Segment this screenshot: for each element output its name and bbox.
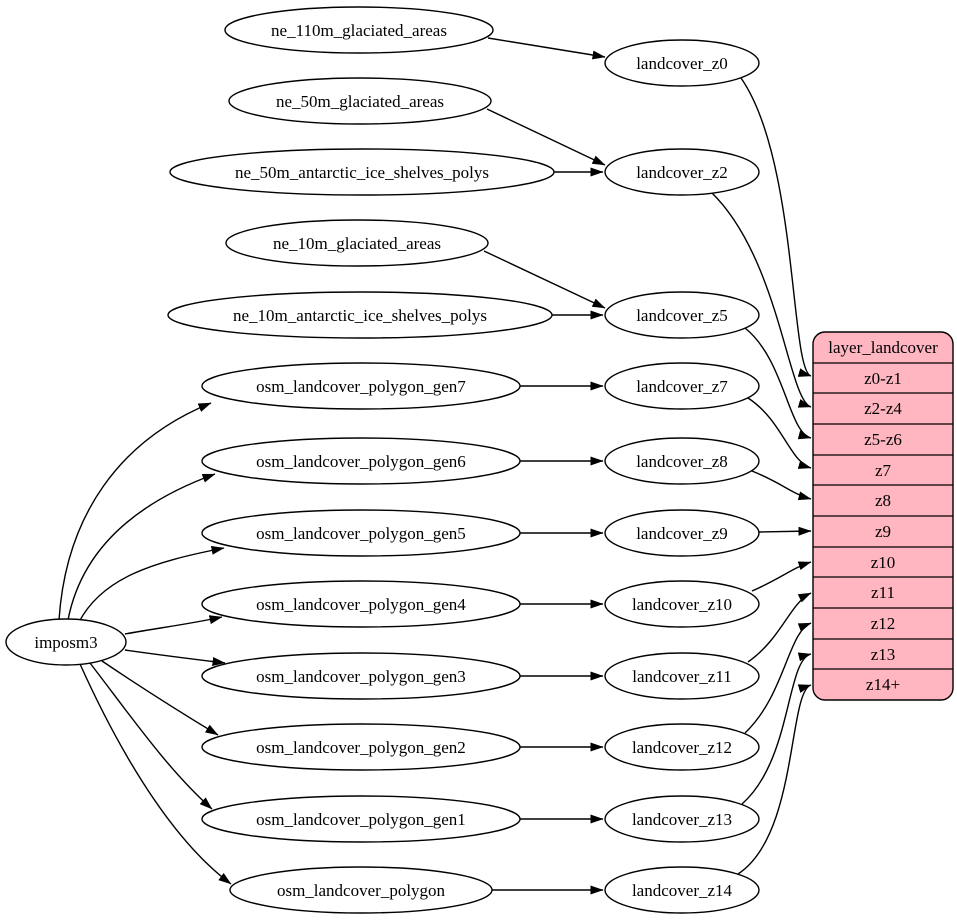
node-label: landcover_z11 xyxy=(632,667,731,686)
node-osm_landcover_polygon: osm_landcover_polygon xyxy=(229,866,493,914)
node-layer: imposm3 ne_110m_glaciated_areas ne_50m_g… xyxy=(5,6,760,914)
node-label: ne_110m_glaciated_areas xyxy=(271,21,447,40)
imposm3-ellipse xyxy=(5,618,127,666)
edge-landcover_z9-to-row-z9 xyxy=(758,526,812,536)
node-label: landcover_z7 xyxy=(636,377,728,396)
node-osm_landcover_polygon_gen3: osm_landcover_polygon_gen3 xyxy=(201,652,521,700)
table-title: layer_landcover xyxy=(828,338,938,357)
node-ne_10m_antarctic_ice_shelves_polys: ne_10m_antarctic_ice_shelves_polys xyxy=(167,291,553,339)
node-landcover_z12: landcover_z12 xyxy=(604,723,760,771)
node-label: ne_10m_glaciated_areas xyxy=(273,234,441,253)
edge-imposm3-to-osm_landcover_polygon_gen3 xyxy=(124,649,226,666)
edge-imposm3-to-osm_landcover_polygon_gen5 xyxy=(78,545,225,623)
edge-landcover_z14-to-row-z14plus xyxy=(737,684,812,875)
edge-landcover_z8-to-row-z8 xyxy=(751,470,812,501)
node-label: landcover_z8 xyxy=(636,452,728,471)
table-row-z2-z4: z2-z4 xyxy=(864,399,902,418)
edge-imposm3-to-osm_landcover_polygon xyxy=(79,663,232,885)
edge-landcover_z0-to-row-z0-z1 xyxy=(740,77,812,377)
node-landcover_z2: landcover_z2 xyxy=(604,148,760,196)
node-landcover_z14: landcover_z14 xyxy=(604,866,760,914)
imposm3-label: imposm3 xyxy=(34,633,97,652)
edge-landcover_z13-to-row-z13 xyxy=(741,652,812,805)
node-label: osm_landcover_polygon_gen1 xyxy=(256,810,466,829)
table-row-z11: z11 xyxy=(871,583,895,602)
node-label: landcover_z13 xyxy=(632,810,732,829)
node-landcover_z7: landcover_z7 xyxy=(604,362,760,410)
table-row-z0-z1: z0-z1 xyxy=(864,369,902,388)
node-label: ne_10m_antarctic_ice_shelves_polys xyxy=(233,306,487,325)
node-label: ne_50m_antarctic_ice_shelves_polys xyxy=(235,163,489,182)
node-osm_landcover_polygon_gen5: osm_landcover_polygon_gen5 xyxy=(201,509,521,557)
edge-ne_110m_glaciated_areas-to-landcover_z0 xyxy=(487,37,606,60)
node-landcover_z13: landcover_z13 xyxy=(604,795,760,843)
node-label: ne_50m_glaciated_areas xyxy=(276,92,444,111)
node-imposm3: imposm3 xyxy=(5,618,127,666)
node-label: osm_landcover_polygon_gen6 xyxy=(256,452,466,471)
node-osm_landcover_polygon_gen4: osm_landcover_polygon_gen4 xyxy=(201,580,521,628)
node-label: osm_landcover_polygon_gen2 xyxy=(256,738,466,757)
table-row-z8: z8 xyxy=(875,491,891,510)
node-layer_landcover-table: layer_landcover z0-z1 z2-z4 z5-z6 z7 z8 … xyxy=(812,331,954,701)
edge-layer xyxy=(58,37,812,895)
edge-landcover_z2-to-row-z2-z4 xyxy=(711,192,812,408)
edge-ne_50m_glaciated_areas-to-landcover_z2 xyxy=(486,108,606,166)
node-label: landcover_z2 xyxy=(636,163,728,182)
node-label: landcover_z0 xyxy=(636,54,728,73)
edge-landcover_z10-to-row-z10 xyxy=(751,561,812,592)
node-label: osm_landcover_polygon_gen7 xyxy=(256,377,466,396)
edge-ne_10m_glaciated_areas-to-landcover_z5 xyxy=(483,250,606,309)
edge-imposm3-to-osm_landcover_polygon_gen2 xyxy=(101,660,219,736)
node-ne_110m_glaciated_areas: ne_110m_glaciated_areas xyxy=(224,6,494,54)
edge-landcover_z7-to-row-z7 xyxy=(747,397,812,469)
table-row-z14plus: z14+ xyxy=(866,675,900,694)
node-label: landcover_z5 xyxy=(636,306,728,325)
table-row-z9: z9 xyxy=(875,522,891,541)
edge-landcover_z12-to-row-z12 xyxy=(744,622,812,734)
node-label: osm_landcover_polygon_gen5 xyxy=(256,524,466,543)
edge-imposm3-to-osm_landcover_polygon_gen6 xyxy=(67,473,216,621)
node-label: landcover_z10 xyxy=(632,595,732,614)
edge-landcover_z11-to-row-z11 xyxy=(747,592,812,663)
node-ne_50m_antarctic_ice_shelves_polys: ne_50m_antarctic_ice_shelves_polys xyxy=(169,148,555,196)
node-osm_landcover_polygon_gen7: osm_landcover_polygon_gen7 xyxy=(201,362,521,410)
node-ne_10m_glaciated_areas: ne_10m_glaciated_areas xyxy=(225,219,489,267)
edge-imposm3-to-osm_landcover_polygon_gen4 xyxy=(124,615,223,635)
table-row-z10: z10 xyxy=(871,553,896,572)
table-row-z5-z6: z5-z6 xyxy=(864,430,902,449)
node-label: landcover_z9 xyxy=(636,524,728,543)
node-osm_landcover_polygon_gen6: osm_landcover_polygon_gen6 xyxy=(201,437,521,485)
node-ne_50m_glaciated_areas: ne_50m_glaciated_areas xyxy=(228,77,492,125)
node-landcover_z11: landcover_z11 xyxy=(604,652,760,700)
node-osm_landcover_polygon_gen1: osm_landcover_polygon_gen1 xyxy=(201,795,521,843)
table-row-z7: z7 xyxy=(875,461,892,480)
node-landcover_z5: landcover_z5 xyxy=(604,291,760,339)
node-osm_landcover_polygon_gen2: osm_landcover_polygon_gen2 xyxy=(201,723,521,771)
table-row-z12: z12 xyxy=(871,614,896,633)
table-row-z13: z13 xyxy=(871,645,896,664)
node-landcover_z0: landcover_z0 xyxy=(604,39,760,87)
node-landcover_z10: landcover_z10 xyxy=(604,580,760,628)
node-label: landcover_z14 xyxy=(632,881,733,900)
edge-landcover_z5-to-row-z5-z6 xyxy=(744,327,812,440)
node-label: landcover_z12 xyxy=(632,738,732,757)
edge-imposm3-to-osm_landcover_polygon_gen1 xyxy=(89,662,213,810)
node-landcover_z8: landcover_z8 xyxy=(604,437,760,485)
node-label: osm_landcover_polygon_gen4 xyxy=(256,595,466,614)
edge-imposm3-to-osm_landcover_polygon_gen7 xyxy=(58,402,212,621)
node-landcover_z9: landcover_z9 xyxy=(604,509,760,557)
node-label: osm_landcover_polygon xyxy=(277,881,446,900)
node-label: osm_landcover_polygon_gen3 xyxy=(256,667,466,686)
